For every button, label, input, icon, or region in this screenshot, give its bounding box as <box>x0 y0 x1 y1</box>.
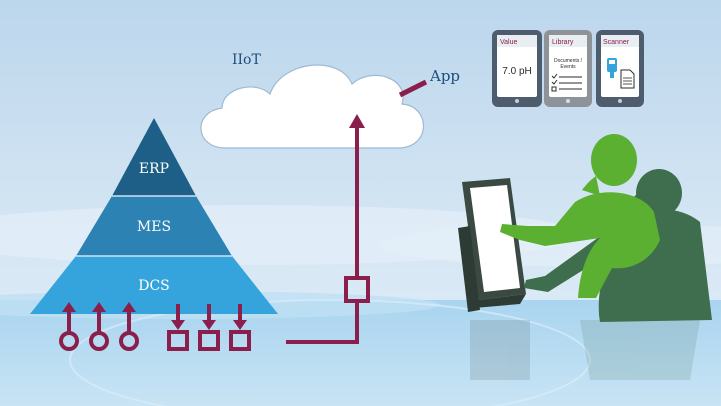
reflection <box>470 320 700 380</box>
gateway-connection <box>286 114 370 344</box>
iiot-cloud <box>200 64 424 149</box>
floor-ring <box>69 299 591 406</box>
sensor-input-icon <box>59 302 79 351</box>
scanner-icon <box>607 58 617 78</box>
arrow-up-icon <box>349 114 365 128</box>
document-icon <box>620 69 635 89</box>
pyramid-label-erp: ERP <box>139 161 169 177</box>
phone-value-reading: 7.0 pH <box>502 66 531 77</box>
automation-pyramid <box>30 118 278 314</box>
app-label: App <box>429 67 460 85</box>
pyramid-level-mes <box>76 196 232 256</box>
monitor <box>458 178 526 312</box>
pyramid-level-erp <box>112 118 196 196</box>
person-front <box>500 134 660 298</box>
pyramid-label-dcs: DCS <box>138 278 170 294</box>
cloud-label: IIoT <box>232 52 261 68</box>
app-connector-line <box>398 79 428 98</box>
phone-value-title: Value <box>500 39 517 46</box>
gateway-line-bottom <box>286 302 359 344</box>
phone-library-content-wrap: Documents / Events <box>553 58 583 70</box>
actuator-output-icon <box>198 304 220 351</box>
phone-library-content: Documents / Events <box>553 58 583 70</box>
sensor-input-icon <box>119 302 139 351</box>
phone-value <box>492 30 542 107</box>
actuator-output-icon <box>229 304 251 351</box>
pyramid-label-mes: MES <box>137 219 171 235</box>
phone-library-title: Library <box>552 39 574 46</box>
phone-library <box>544 30 592 107</box>
checklist-icon <box>551 73 582 92</box>
actuator-output-icon <box>167 304 189 351</box>
phone-scanner-title: Scanner <box>603 39 630 46</box>
sensor-input-icon <box>89 302 109 351</box>
pyramid-level-dcs <box>30 256 278 314</box>
actuator-group-outputs <box>167 304 251 351</box>
sensor-group-inputs <box>59 302 139 351</box>
phone-scanner <box>596 30 644 107</box>
